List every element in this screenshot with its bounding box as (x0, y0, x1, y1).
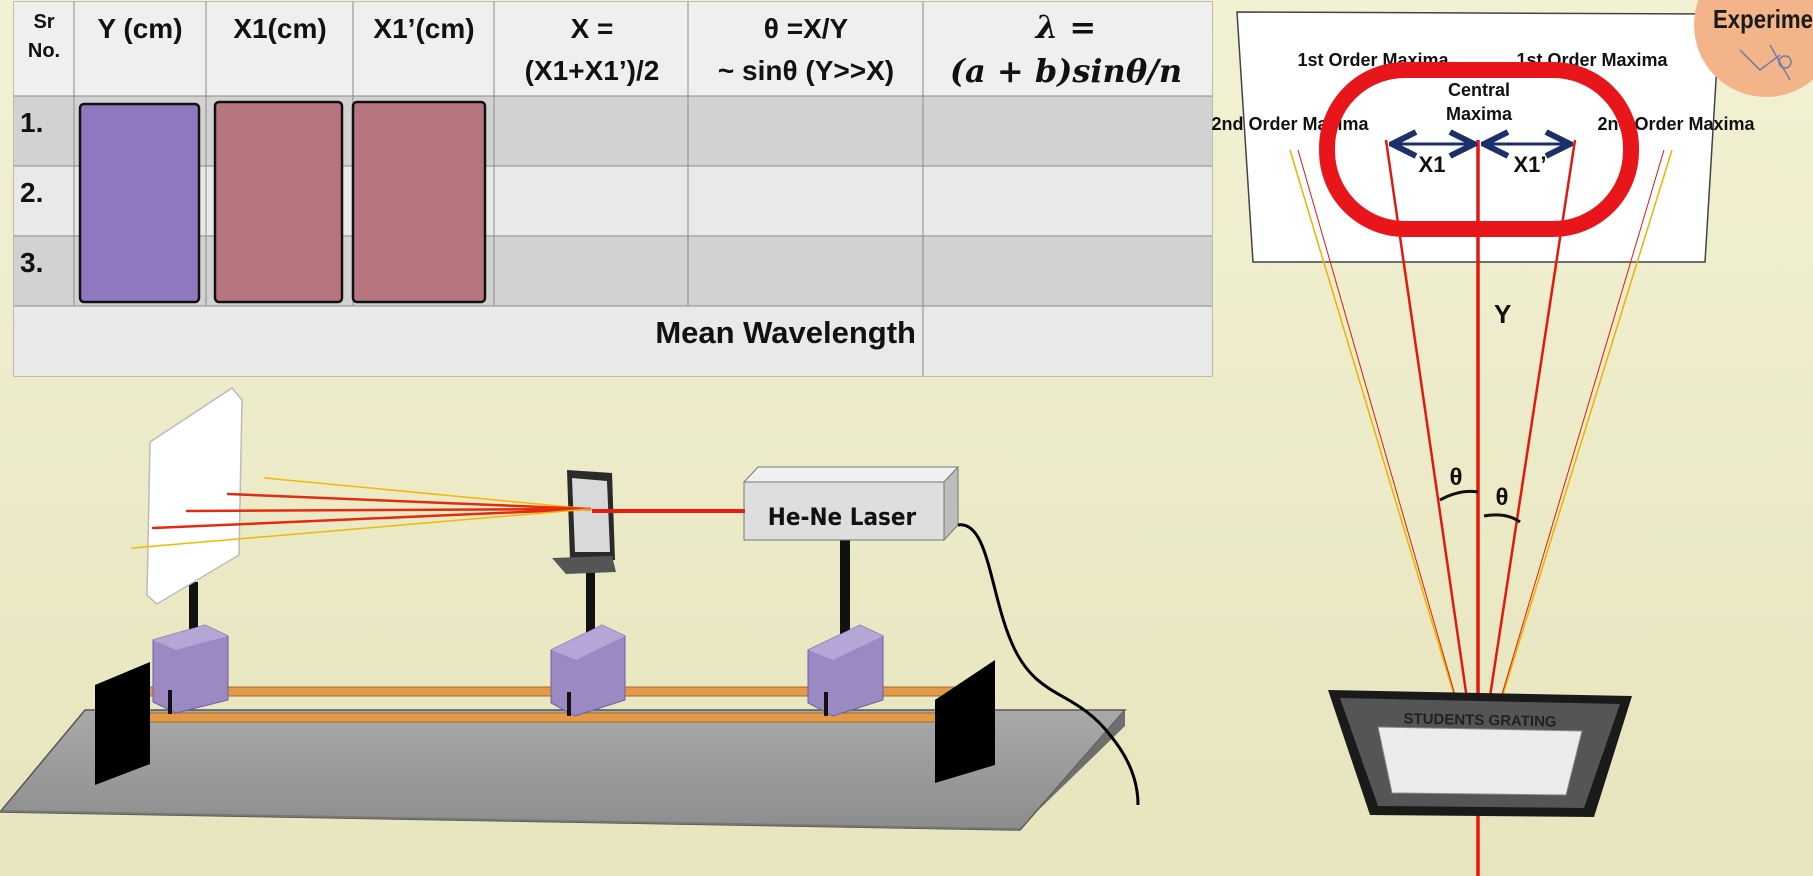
header-x-line2: (X1+X1’)/2 (525, 55, 660, 86)
header-sr-line1: Sr (33, 11, 54, 33)
second-order-left-label: 2nd Order Maxima (1211, 114, 1369, 134)
header-theta-line2: ~ sinθ (Y>>X) (718, 55, 894, 86)
row-label-1: 1. (20, 107, 43, 138)
laser-label: He-Ne Laser (768, 503, 917, 531)
second-order-right-label: 2nd Order Maxima (1597, 114, 1755, 134)
mean-wavelength-label: Mean Wavelength (655, 315, 916, 350)
row-label-2: 2. (20, 177, 43, 208)
grating-label: STUDENTS GRATING (1403, 710, 1556, 730)
theta-right-label: θ (1496, 484, 1509, 511)
header-x1: X1(cm) (233, 13, 326, 44)
he-ne-laser: He-Ne Laser (742, 465, 960, 542)
y-column-highlight (78, 102, 201, 304)
header-x-line1: X = (571, 13, 614, 44)
channel-logo: Experime (1694, 0, 1813, 97)
header-y: Y (cm) (97, 13, 182, 44)
central-maxima-label-line2: Maxima (1446, 104, 1513, 124)
header-lambda-line1: λ = (1034, 8, 1096, 46)
logo-text: Experime (1713, 4, 1813, 34)
diffraction-geometry-diagram: θ θ Y STUDENTS GRATING 1st Order Maxima … (1211, 11, 1756, 876)
header-sr-line2: No. (28, 40, 60, 62)
students-grating: STUDENTS GRATING (1328, 690, 1632, 817)
laser-cable (957, 523, 1140, 806)
optical-bench: He-Ne Laser (0, 387, 1140, 831)
header-lambda-line2: (a + b)sinθ/n (950, 52, 1182, 90)
observation-screen (1236, 11, 1721, 263)
x1-column-highlight (213, 100, 344, 304)
observation-table: Sr No. Y (cm) X1(cm) X1’(cm) X = (X1+X1’… (13, 1, 1213, 377)
highlight-ring (1319, 62, 1639, 237)
screen (146, 387, 243, 605)
theta-left-label: θ (1450, 464, 1463, 491)
x1-prime-column-highlight (351, 100, 487, 304)
diffracted-beams (131, 477, 592, 549)
x1-prime-distance-label: X1’ (1513, 152, 1546, 177)
central-maxima-label-line1: Central (1448, 80, 1510, 100)
x1-distance-label: X1 (1419, 152, 1446, 177)
header-x1-prime: X1’(cm) (373, 13, 474, 44)
y-distance-label: Y (1494, 299, 1511, 329)
row-label-3: 3. (20, 247, 43, 278)
header-theta-line1: θ =X/Y (764, 13, 849, 44)
